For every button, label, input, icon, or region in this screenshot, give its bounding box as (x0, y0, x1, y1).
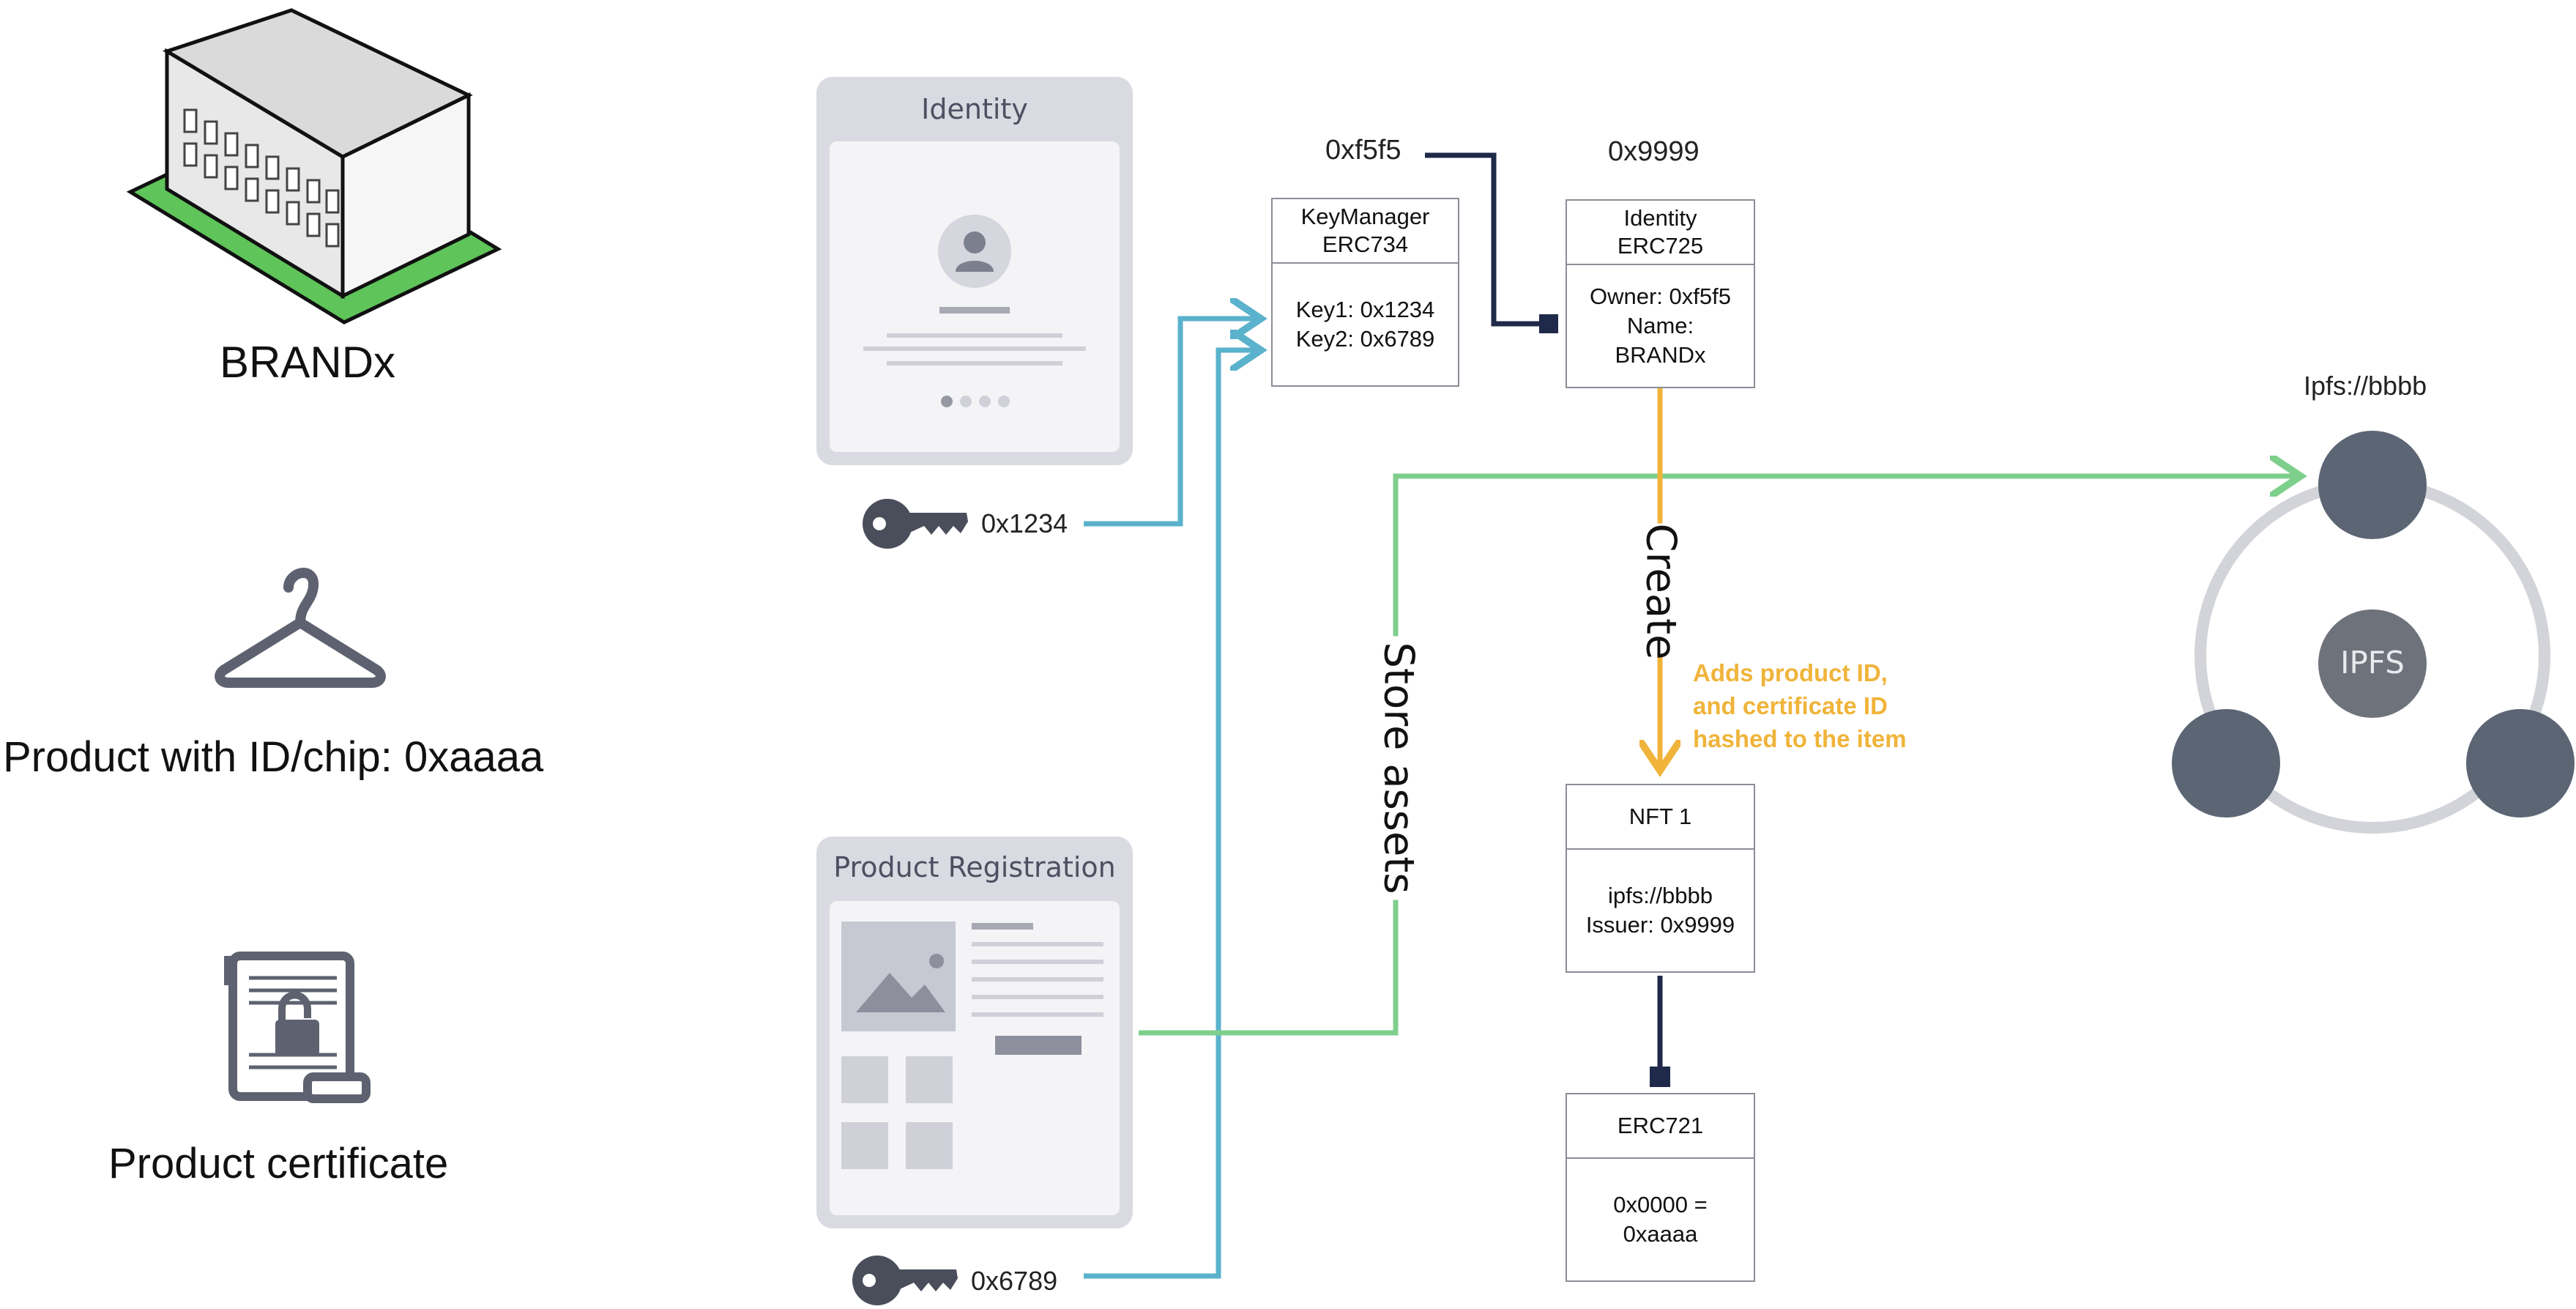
identity-card-title: Identity (921, 93, 1028, 125)
registration-card-title: Product Registration (833, 851, 1116, 883)
identity-contract-box: Identity ERC725 Owner: 0xf5f5 Name: BRAN… (1566, 199, 1755, 388)
identity-name-value: BRANDx (1615, 342, 1706, 368)
product-label: Product with ID/chip: 0xaaaa (3, 733, 544, 781)
identity-contract-standard: ERC725 (1617, 233, 1704, 259)
identity-card: Identity (816, 77, 1133, 465)
ipfs-node (2172, 709, 2280, 817)
identity-contract-title: Identity (1623, 205, 1697, 231)
ipfs-address: Ipfs://bbbb (2304, 371, 2427, 401)
keymanager-key2: Key2: 0x6789 (1295, 326, 1435, 352)
identity-card-sketch (863, 215, 1086, 407)
nft-issuer: Issuer: 0x9999 (1585, 912, 1735, 938)
ipfs-node (2466, 709, 2575, 817)
keymanager-address: 0xf5f5 (1325, 135, 1401, 166)
nft-box: NFT 1 ipfs://bbbb Issuer: 0x9999 (1566, 784, 1755, 973)
erc721-title: ERC721 (1617, 1113, 1704, 1138)
nft-title: NFT 1 (1628, 804, 1692, 829)
keymanager-standard: ERC734 (1322, 231, 1409, 257)
certificate-label: Product certificate (108, 1140, 449, 1187)
key2-label: 0x6789 (971, 1266, 1058, 1296)
store-assets-label: Store assets (1374, 636, 1423, 900)
keymanager-box: KeyManager ERC734 Key1: 0x1234 Key2: 0x6… (1271, 198, 1459, 387)
brand-label: BRANDx (220, 338, 396, 387)
image-icon (856, 973, 945, 1012)
erc721-box: ERC721 0x0000 = 0xaaaa (1566, 1093, 1755, 1282)
create-note-line2: and certificate ID (1693, 692, 1888, 719)
identity-owner: Owner: 0xf5f5 (1590, 283, 1731, 309)
keymanager-title: KeyManager (1300, 204, 1430, 229)
identity-name-label: Name: (1626, 313, 1694, 338)
avatar-icon (964, 231, 986, 253)
create-note-line3: hashed to the item (1693, 725, 1907, 752)
create-label: Create (1637, 523, 1685, 660)
erc721-mapping-line2: 0xaaaa (1623, 1221, 1698, 1247)
key-icon (852, 1256, 958, 1305)
registration-card-body (830, 901, 1120, 1215)
ipfs-node (2318, 431, 2427, 539)
identity-card-body (830, 141, 1120, 452)
registration-card-sketch (841, 922, 1103, 1169)
keymanager-key1: Key1: 0x1234 (1295, 297, 1435, 322)
identity-address: 0x9999 (1608, 136, 1700, 167)
erc721-mapping-line1: 0x0000 = (1613, 1192, 1708, 1217)
create-note-line1: Adds product ID, (1693, 659, 1888, 686)
nft-ipfs: ipfs://bbbb (1607, 883, 1713, 908)
registration-card: Product Registration (816, 837, 1133, 1228)
ipfs-hub-label: IPFS (2340, 645, 2405, 681)
key-icon (863, 499, 968, 549)
key1-label: 0x1234 (981, 508, 1068, 538)
create-note: Adds product ID, and certificate ID hash… (1693, 656, 1907, 755)
